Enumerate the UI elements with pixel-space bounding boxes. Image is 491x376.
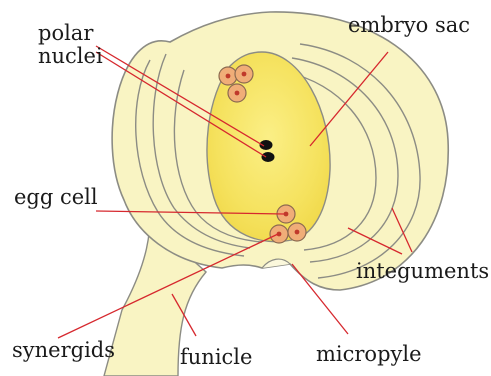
label-integuments: integuments bbox=[356, 259, 489, 283]
label-micropyle: micropyle bbox=[316, 342, 422, 366]
label-nuclei: nuclei bbox=[38, 44, 103, 68]
label-synergids: synergids bbox=[12, 338, 115, 362]
label-embryo-sac: embryo sac bbox=[348, 13, 470, 37]
label-funicle: funicle bbox=[180, 345, 252, 369]
label-egg-cell: egg cell bbox=[14, 185, 98, 209]
label-polar: polar bbox=[38, 21, 94, 45]
